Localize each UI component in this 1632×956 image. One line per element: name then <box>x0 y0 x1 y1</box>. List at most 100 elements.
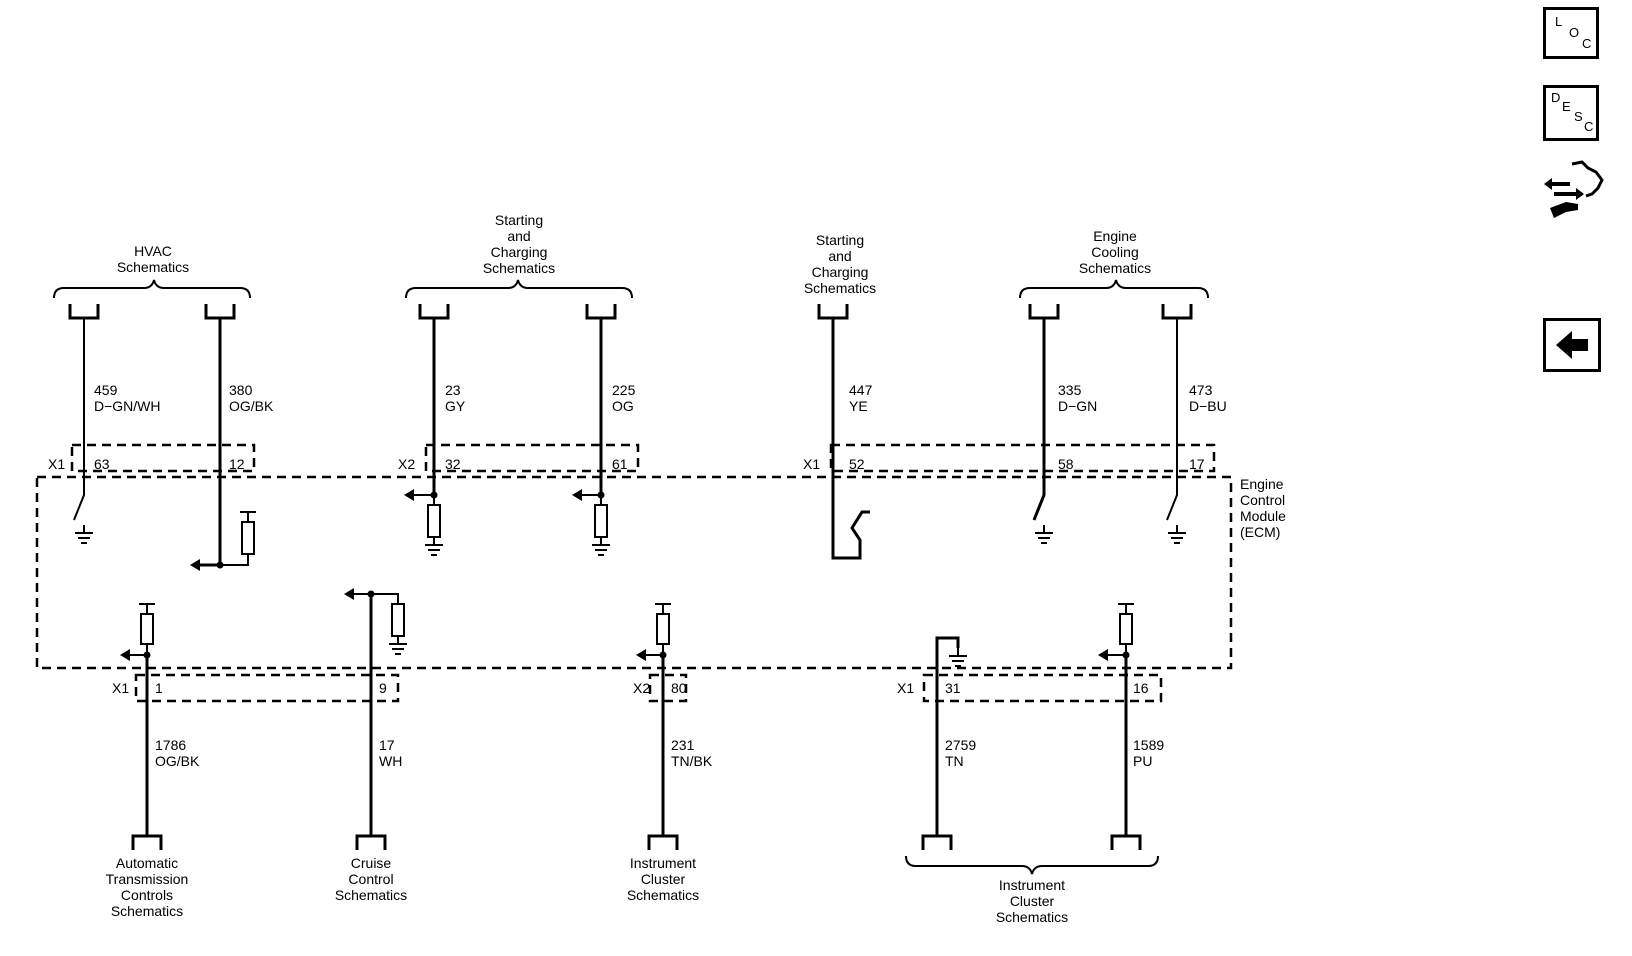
top-wire-4-circuit: 225 <box>612 382 636 398</box>
bottom-wire-2-circuit: 17 <box>379 737 395 753</box>
desc-letter-s: S <box>1574 109 1583 124</box>
bottom-wire-2-ground-icon <box>389 636 407 655</box>
top-terminal-3 <box>418 304 450 320</box>
bottom-wire-3-arrow <box>636 649 646 661</box>
top-wire-6-line <box>1032 318 1046 521</box>
top-wire-2-pin: 12 <box>229 456 245 472</box>
top-wire-1-circuit: 459 <box>94 382 118 398</box>
back-button[interactable] <box>1543 318 1601 372</box>
wires-layer <box>68 304 1193 850</box>
top-wire-5-line <box>831 318 870 560</box>
bottom-wire-1-color: OG/BK <box>155 753 200 769</box>
desc-button[interactable]: D E S C <box>1543 85 1599 141</box>
top-wire-2-circuit: 380 <box>229 382 253 398</box>
top-wire-6-circuit: 335 <box>1058 382 1082 398</box>
top-wire-6-color: D−GN <box>1058 398 1097 414</box>
top-terminal-5 <box>817 304 849 320</box>
top-terminal-4 <box>585 304 617 320</box>
bottom-wire-3-color: TN/BK <box>671 753 713 769</box>
top-wire-7-ground-icon <box>1168 525 1186 544</box>
bottom-wire-1-supply <box>139 603 155 655</box>
bottom-wire-4-ground-icon <box>949 648 967 667</box>
ecm-module-boundary <box>35 475 1233 670</box>
top-wire-1-pin: 63 <box>94 456 110 472</box>
bottom-wire-2-resistor <box>391 603 405 637</box>
bottom-wire-5-color: PU <box>1133 753 1152 769</box>
top-wire-6-pin: 58 <box>1058 456 1074 472</box>
connector-end-view-button[interactable] <box>1538 158 1604 224</box>
top-wire-6-ground-icon <box>1035 525 1053 544</box>
bottom-wire-4-circuit: 2759 <box>945 737 976 753</box>
top-wire-1-color: D−GN/WH <box>94 398 161 414</box>
top-connector-name-1: X1 <box>48 456 65 472</box>
top-wire-2-line <box>195 318 222 567</box>
bottom-wire-1-arrow <box>120 649 130 661</box>
top-wire-4-color: OG <box>612 398 634 414</box>
top-wire-3-ground-icon <box>425 537 443 556</box>
bottom-connector-shell-3 <box>922 673 1163 703</box>
brace-instrument-cluster-2 <box>905 855 1159 875</box>
connector-end-view-icon <box>1544 160 1604 218</box>
bottom-wire-3-supply <box>655 603 671 655</box>
bottom-wire-5-arrow <box>1098 649 1108 661</box>
brace-engine-cooling <box>1019 279 1209 299</box>
loc-button[interactable]: L O C <box>1543 7 1599 59</box>
top-wire-3-pin: 32 <box>445 456 461 472</box>
top-terminal-2 <box>204 304 236 320</box>
top-wire-2-pullup-lead <box>220 554 249 566</box>
top-connector-name-2: X2 <box>398 456 415 472</box>
top-wire-7-circuit: 473 <box>1189 382 1213 398</box>
top-wire-7-line <box>1166 318 1178 521</box>
bottom-connector-shell-2 <box>648 673 688 703</box>
bottom-connector-name-3: X1 <box>897 680 914 696</box>
top-wire-4-arrow <box>572 489 582 501</box>
top-terminal-1 <box>68 304 100 320</box>
bottom-wire-1-circuit: 1786 <box>155 737 186 753</box>
brace-starting-charging-1 <box>405 279 633 299</box>
desc-letter-d: D <box>1551 90 1561 105</box>
top-wire-4-pin: 61 <box>612 456 628 472</box>
top-wire-3-arrow <box>404 489 414 501</box>
bottom-wire-4-pin: 31 <box>945 680 961 696</box>
top-wire-2-supply <box>240 511 256 522</box>
bottom-wire-2-pin: 9 <box>379 680 387 696</box>
top-wire-3-color: GY <box>445 398 466 414</box>
bottom-wire-1-resistor <box>140 613 154 645</box>
bottom-terminal-3 <box>647 834 679 850</box>
top-wire-4-resistor <box>594 504 608 538</box>
top-wire-1-line <box>73 318 85 521</box>
desc-letter-e: E <box>1562 99 1571 114</box>
bottom-wire-1-pin: 1 <box>155 680 163 696</box>
top-terminal-7 <box>1161 304 1193 320</box>
top-connector-shell-1 <box>70 443 256 473</box>
top-wire-2-resistor <box>241 521 255 555</box>
back-arrow-icon <box>1556 331 1588 359</box>
brace-hvac <box>53 279 251 299</box>
bottom-wire-3-circuit: 231 <box>671 737 695 753</box>
top-terminal-6 <box>1028 304 1060 320</box>
bottom-wire-4-color: TN <box>945 753 964 769</box>
bottom-wire-4-line <box>935 636 960 836</box>
top-wire-7-color: D−BU <box>1189 398 1227 414</box>
bottom-terminal-1 <box>131 834 163 850</box>
loc-letter-o: O <box>1569 25 1580 40</box>
top-connector-name-3: X1 <box>803 456 820 472</box>
bottom-wire-2-lead <box>371 593 399 604</box>
desc-letter-c: C <box>1584 119 1594 134</box>
top-connector-shell-2 <box>424 443 640 473</box>
top-connector-shell-3 <box>829 443 1216 473</box>
bottom-connector-shell-1 <box>134 673 400 703</box>
bottom-wire-3-pin: 80 <box>671 680 687 696</box>
top-wire-7-pin: 17 <box>1189 456 1205 472</box>
top-wire-5-color: YE <box>849 398 868 414</box>
bottom-terminal-4 <box>921 834 953 850</box>
bottom-terminal-5 <box>1110 834 1142 850</box>
top-wire-4-ground-icon <box>592 537 610 556</box>
top-wire-5-circuit: 447 <box>849 382 873 398</box>
loc-letter-l: L <box>1555 14 1563 29</box>
